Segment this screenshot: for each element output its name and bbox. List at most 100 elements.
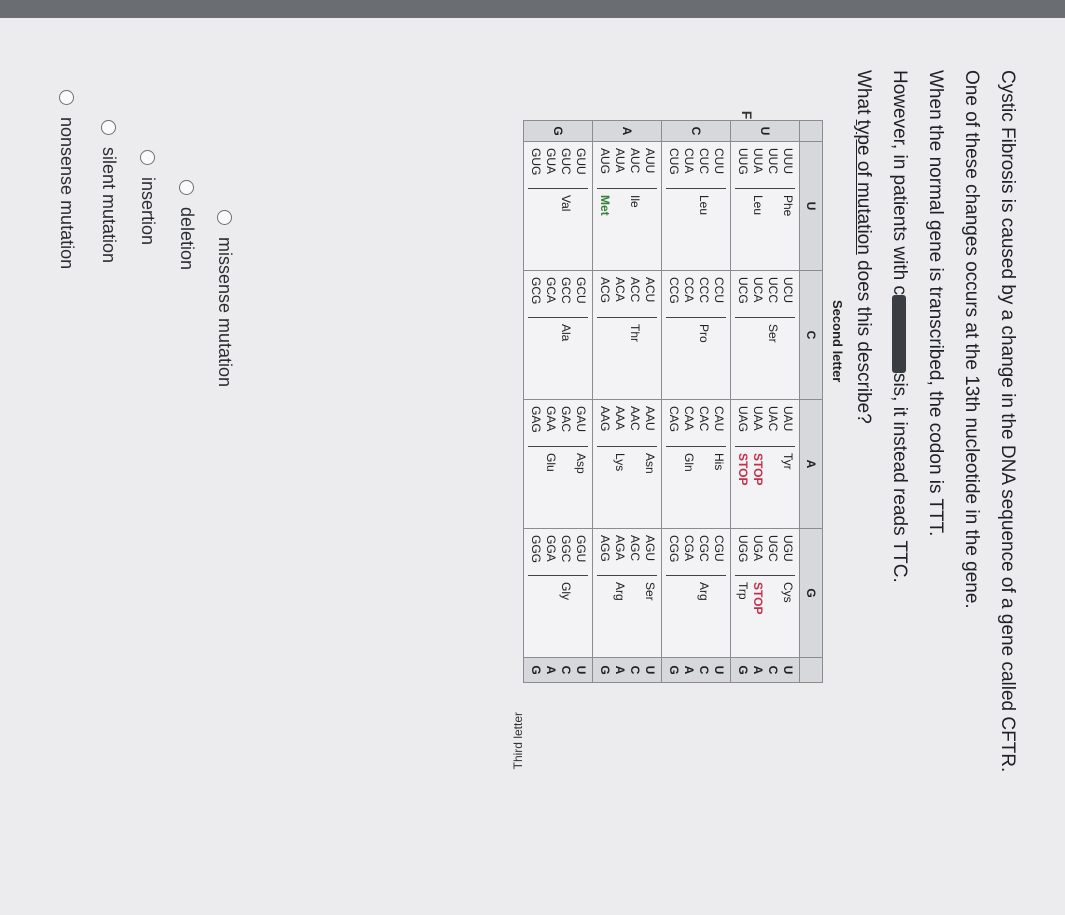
amino-acid: Ser bbox=[643, 582, 657, 601]
amino-acid bbox=[780, 324, 795, 343]
third-letter-a: A bbox=[682, 665, 696, 675]
codon: UUG bbox=[736, 148, 750, 175]
amino-acid bbox=[573, 582, 588, 600]
codon: AGG bbox=[598, 535, 612, 562]
amino-acid: Thr bbox=[628, 324, 642, 342]
codon: ACG bbox=[598, 277, 612, 304]
codon: GAC bbox=[559, 406, 573, 433]
first-letter-a: A bbox=[592, 120, 662, 142]
radio-button-icon[interactable] bbox=[101, 120, 116, 135]
answer-option[interactable]: silent mutation bbox=[98, 120, 119, 263]
codon: GUG bbox=[529, 148, 543, 176]
answer-option[interactable]: deletion bbox=[176, 180, 197, 270]
amino-acid: Trp bbox=[736, 582, 750, 600]
amino-acid bbox=[666, 324, 681, 343]
question-line-5-start: What bbox=[853, 70, 874, 120]
radio-button-icon[interactable] bbox=[59, 90, 74, 105]
question-text: Cystic Fibrosis is caused by a change in… bbox=[837, 70, 1018, 890]
codon: UAC bbox=[766, 406, 780, 432]
third-letter-u: U bbox=[781, 665, 795, 675]
amino-acid: Gln bbox=[682, 453, 696, 472]
amino-acid bbox=[627, 453, 642, 474]
codon: UGU bbox=[781, 535, 795, 562]
codon: CUC bbox=[697, 148, 711, 174]
amino-acid bbox=[666, 453, 681, 472]
amino-acid: Glu bbox=[544, 453, 558, 472]
third-letter-g: G bbox=[667, 665, 681, 675]
amino-acid bbox=[528, 582, 543, 600]
amino-acid bbox=[765, 582, 780, 614]
amino-acid bbox=[612, 195, 627, 216]
codon: UCG bbox=[736, 277, 750, 304]
answer-option-label: deletion bbox=[177, 207, 197, 271]
amino-acid: Phe bbox=[781, 195, 795, 217]
codon: GUA bbox=[544, 148, 558, 175]
answer-option[interactable]: missense mutation bbox=[214, 210, 235, 387]
codon: CUU bbox=[712, 148, 726, 174]
codon: ACC bbox=[628, 277, 642, 303]
amino-acid bbox=[528, 453, 543, 474]
codon: UUA bbox=[751, 148, 765, 174]
question-line-5-end: does this describe? bbox=[853, 254, 874, 424]
amino-acid bbox=[642, 195, 657, 216]
amino-acid: Cys bbox=[781, 582, 795, 603]
answer-option[interactable]: insertion bbox=[137, 150, 158, 245]
amino-acid bbox=[543, 582, 558, 600]
radio-button-icon[interactable] bbox=[179, 180, 194, 195]
radio-button-icon[interactable] bbox=[140, 150, 155, 165]
amino-acid bbox=[543, 324, 558, 341]
third-letter-label: Third letter bbox=[511, 712, 525, 770]
codon: GAU bbox=[574, 406, 588, 433]
codon: AUC bbox=[628, 148, 642, 174]
second-letter-u: U bbox=[799, 141, 823, 271]
third-letter-c: C bbox=[766, 665, 780, 675]
codon: CAA bbox=[682, 406, 696, 431]
amino-acid bbox=[711, 582, 726, 601]
question-line-3: When the normal gene is transcribed, the… bbox=[925, 70, 946, 537]
question-line-4-end: sis, it instead reads TTC. bbox=[889, 372, 910, 583]
amino-acid bbox=[681, 195, 696, 215]
radio-button-icon[interactable] bbox=[217, 210, 232, 225]
codon: GGC bbox=[559, 535, 573, 563]
amino-acid: Leu bbox=[751, 195, 765, 216]
amino-acid: Arg bbox=[613, 582, 627, 601]
codon: GAG bbox=[529, 406, 543, 433]
third-letter-u: U bbox=[712, 665, 726, 675]
answer-option[interactable]: nonsense mutation bbox=[56, 90, 77, 269]
amino-acid bbox=[528, 195, 543, 211]
amino-acid bbox=[765, 195, 780, 216]
amino-acid bbox=[765, 453, 780, 485]
amino-acid bbox=[750, 324, 765, 343]
codon: GCC bbox=[559, 277, 573, 304]
codon: UUU bbox=[781, 148, 795, 174]
codon: UGC bbox=[766, 535, 780, 562]
answer-option-label: silent mutation bbox=[99, 147, 119, 264]
codon: UGA bbox=[751, 535, 765, 562]
amino-acid: Lys bbox=[613, 453, 627, 472]
amino-acid bbox=[711, 195, 726, 215]
codon: UAG bbox=[736, 406, 750, 433]
third-letter-g: G bbox=[598, 665, 612, 675]
codon: GCG bbox=[529, 277, 543, 305]
table-corner-right bbox=[799, 657, 823, 683]
codon: GGG bbox=[529, 535, 543, 564]
codon: UAA bbox=[751, 406, 765, 431]
table-corner bbox=[799, 120, 823, 142]
second-letter-a: A bbox=[799, 399, 823, 529]
amino-acid: Asn bbox=[643, 453, 657, 474]
codon: CCU bbox=[712, 277, 726, 303]
codon: CGU bbox=[712, 535, 726, 562]
amino-acid bbox=[573, 195, 588, 211]
codon: CGG bbox=[667, 535, 681, 563]
